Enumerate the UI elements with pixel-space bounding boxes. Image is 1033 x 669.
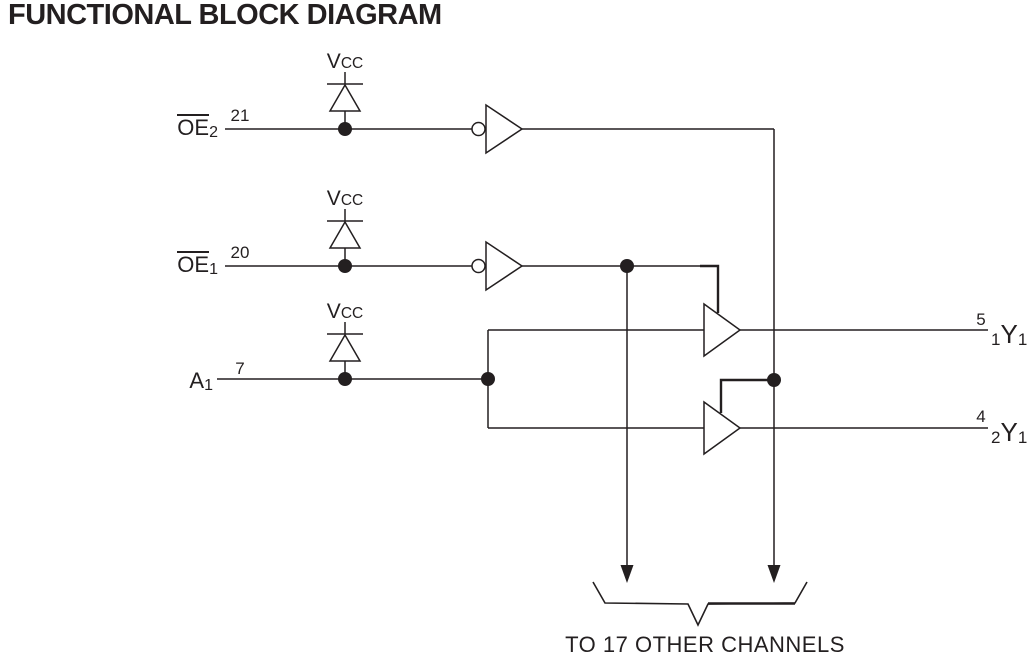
pin-number-oe2: 21: [230, 106, 250, 125]
clamp-diode-icon: [327, 209, 363, 266]
output-label-2y1: 2Y1: [991, 419, 1027, 451]
output-subscript: 1: [1017, 428, 1028, 447]
pin-number-2y1: 4: [976, 407, 986, 426]
page-title: FUNCTIONAL BLOCK DIAGRAM: [8, 0, 442, 31]
vcc-label: VCC: [322, 188, 368, 211]
clamp-diode-icon: [327, 72, 363, 129]
signal-label-oe2: OE2: [158, 114, 218, 144]
vcc-main: V: [326, 50, 341, 73]
three-state-buffer-icon: [703, 400, 742, 456]
down-arrow-icon: [620, 565, 634, 583]
signal-base: OE: [177, 114, 210, 140]
inverting-buffer-icon: [471, 240, 524, 292]
enable-wire-set: [700, 264, 774, 413]
pin-number-oe1: 20: [230, 243, 250, 262]
three-state-buffer-icon: [703, 302, 742, 358]
pin-number-a1: 7: [235, 359, 245, 378]
signal-base: A: [189, 368, 205, 393]
signal-subscript: 1: [209, 261, 218, 278]
brace-icon: [592, 581, 808, 627]
output-presub: 2: [991, 428, 1001, 447]
vcc-sub: CC: [340, 192, 364, 209]
output-subscript: 1: [1017, 330, 1028, 349]
channels-note: TO 17 OTHER CHANNELS: [565, 632, 845, 657]
signal-label-a1: A1: [158, 370, 213, 397]
signal-base: OE: [177, 251, 210, 277]
output-presub: 1: [991, 330, 1001, 349]
output-label-1y1: 1Y1: [991, 321, 1027, 353]
clamp-diode-icon: [327, 322, 363, 379]
pin-number-1y1: 5: [976, 310, 986, 329]
down-arrow-icon: [767, 565, 781, 583]
vcc-main: V: [326, 187, 341, 210]
signal-subscript: 2: [209, 124, 218, 141]
vcc-main: V: [326, 300, 341, 323]
junction-dot-set: [338, 122, 781, 387]
inverting-buffer-icon: [471, 103, 524, 155]
output-base: Y: [1000, 319, 1018, 349]
vcc-label: VCC: [322, 301, 368, 324]
vcc-label: VCC: [322, 51, 368, 74]
vcc-sub: CC: [340, 55, 364, 72]
signal-label-oe1: OE1: [158, 251, 218, 281]
output-base: Y: [1000, 417, 1018, 447]
vcc-sub: CC: [340, 305, 364, 322]
signal-subscript: 1: [204, 377, 213, 394]
